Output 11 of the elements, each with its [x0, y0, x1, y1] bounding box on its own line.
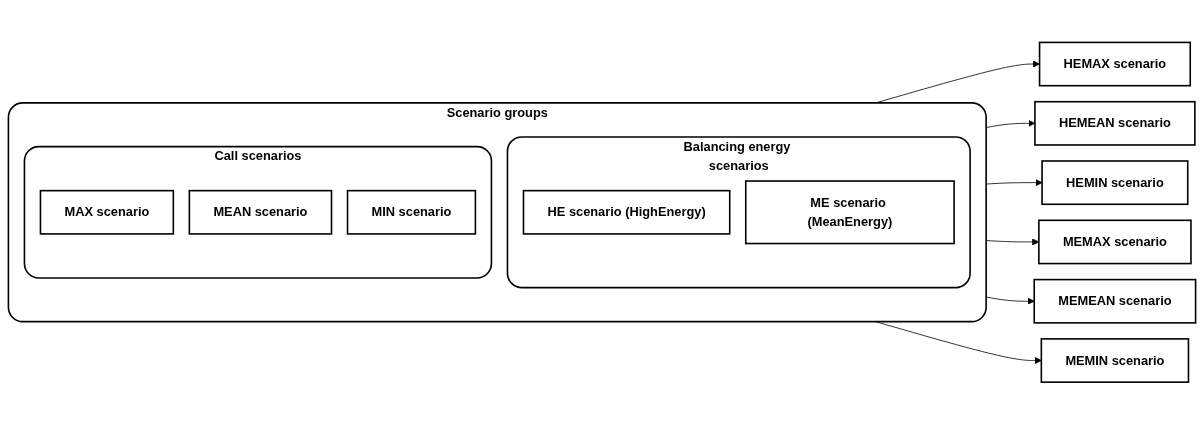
node-box: MEAN scenario	[188, 190, 333, 235]
node-box: MAX scenario	[39, 190, 175, 235]
node-box: HEMAX scenario	[1038, 41, 1192, 87]
node-box: MEMEAN scenario	[1033, 279, 1197, 324]
node-box: MEMIN scenario	[1040, 338, 1190, 384]
node-box: HE scenario (HighEnergy)	[522, 190, 731, 235]
node-box: HEMIN scenario	[1041, 160, 1189, 206]
node-box: MEMAX scenario	[1038, 219, 1192, 265]
node-box: HEMEAN scenario	[1034, 101, 1196, 146]
node-box: ME scenario (MeanEnergy)	[744, 180, 955, 245]
node-box: MIN scenario	[346, 190, 477, 235]
